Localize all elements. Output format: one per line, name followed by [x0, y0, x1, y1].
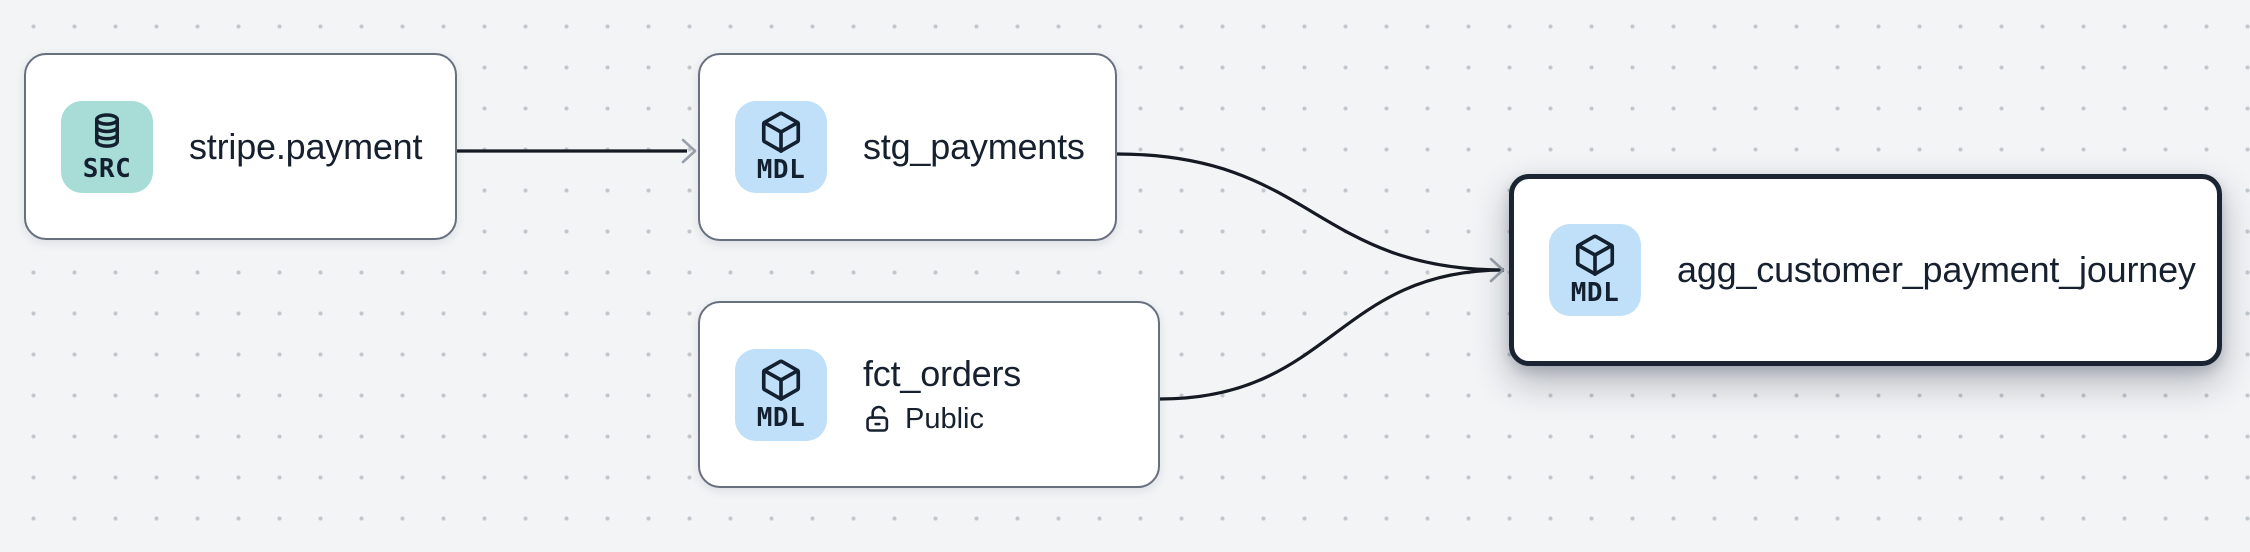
badge-label: MDL: [756, 402, 806, 433]
access-label: Public: [905, 403, 984, 435]
node-agg-customer-payment-journey[interactable]: MDL agg_customer_payment_journey: [1509, 174, 2222, 366]
node-stripe-payment[interactable]: SRC stripe.payment: [24, 53, 457, 240]
node-text-block: fct_orders Public: [863, 353, 1021, 436]
arrowhead-icon: [681, 138, 697, 164]
access-row: Public: [863, 403, 1021, 436]
model-type-badge: MDL: [1549, 224, 1641, 316]
model-type-badge: MDL: [735, 348, 827, 441]
edge-stg-payments-to-agg-customer-payment-journey: [1116, 152, 1505, 272]
model-type-badge: MDL: [735, 101, 827, 193]
cube-icon: [761, 111, 801, 154]
node-title: stg_payments: [863, 126, 1085, 167]
edge-fct-orders-to-agg-customer-payment-journey: [1159, 268, 1505, 401]
lock-open-icon: [866, 405, 889, 432]
arrowhead-icon: [1489, 257, 1505, 283]
cube-icon: [761, 359, 801, 401]
node-title: agg_customer_payment_journey: [1677, 249, 2196, 290]
source-type-badge: SRC: [61, 100, 153, 193]
badge-label: MDL: [756, 155, 806, 186]
node-fct-orders[interactable]: MDL fct_orders Public: [698, 301, 1160, 488]
node-title: stripe.payment: [189, 125, 423, 167]
node-stg-payments[interactable]: MDL stg_payments: [698, 53, 1117, 241]
cube-icon: [1575, 234, 1615, 277]
node-title: fct_orders: [863, 353, 1022, 394]
badge-label: SRC: [82, 153, 132, 184]
badge-label: MDL: [1570, 278, 1620, 309]
database-icon: [94, 113, 120, 148]
